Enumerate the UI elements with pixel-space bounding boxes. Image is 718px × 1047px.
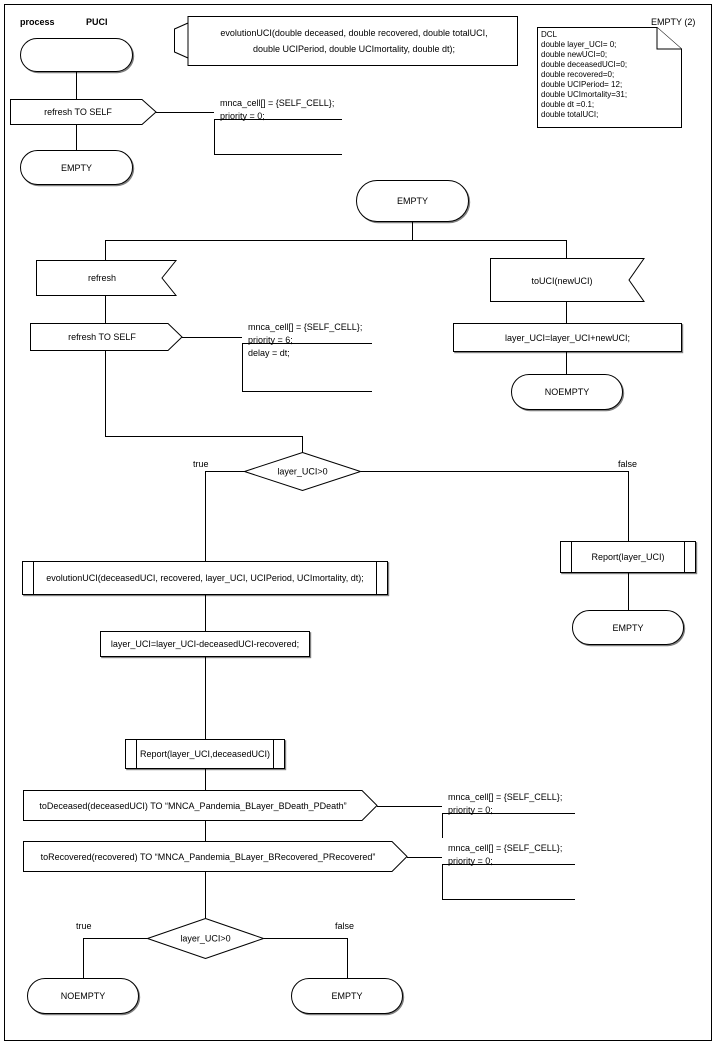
output-to-recovered-label: toRecovered(recovered) TO “MNCA_Pandemia… [41,852,376,862]
comment-recovered-line2: priority = 0; [448,856,493,866]
output-refresh-to-self-top[interactable]: refresh TO SELF [10,99,158,125]
decision-2-label: layer_UCI>0 [180,934,230,944]
input-refresh[interactable]: refresh [36,260,178,296]
flow-line [205,657,206,739]
task-layer-add[interactable]: layer_UCI=layer_UCI+newUCI; [453,323,682,352]
flow-line [105,351,106,436]
flow-line [205,821,206,841]
page-reference-label: EMPTY (2) [651,17,696,27]
decision-2-true-label: true [76,921,92,931]
process-name-label: PUCI [86,17,108,27]
procedure-signature-line2: double UCIPeriod, double UCImortality, d… [253,44,455,54]
decision-1-label: layer_UCI>0 [277,467,327,477]
comment-top-line2: priority = 0; [220,111,265,121]
comment-refresh-line3: delay = dt; [248,348,290,358]
flow-line-true [205,471,245,472]
flow-line [412,222,413,240]
flow-line [628,573,629,610]
decision-2-false-label: false [335,921,355,931]
state-empty-right[interactable]: EMPTY [572,610,684,645]
declaration-line-6: double dt =0.1; [541,100,595,109]
comment-connector [407,857,442,858]
comment-connector [156,112,214,113]
declaration-line-3: double recovered=0; [541,70,615,79]
comment-top-line1: mnca_cell[] = {SELF_CELL}; [220,98,335,108]
comment-connector [377,806,442,807]
flow-line [105,436,303,437]
output-refresh-to-self-main[interactable]: refresh TO SELF [30,323,184,351]
declaration-line-4: double UCIPeriod= 12; [541,80,623,89]
start-symbol[interactable] [20,38,133,72]
flow-line-true [83,938,147,939]
procedure-signature-symbol: evolutionUCI(double deceased, double rec… [174,16,518,66]
output-refresh-to-self-main-label: refresh TO SELF [68,332,136,342]
state-empty-bottom[interactable]: EMPTY [291,978,403,1014]
flow-line [566,240,567,258]
output-refresh-to-self-top-label: refresh TO SELF [44,107,112,117]
decision-1-false-label: false [618,459,638,469]
declaration-note: DCL double layer_UCI= 0; double newUCI=0… [537,27,682,128]
declaration-line-0: double layer_UCI= 0; [541,40,617,49]
page-frame [4,4,712,1041]
flow-line [302,436,303,453]
comment-top: mnca_cell[] = {SELF_CELL}; priority = 0; [214,93,342,155]
flow-line [566,352,567,374]
process-keyword-label: process [20,17,55,27]
state-empty-top[interactable]: EMPTY [20,150,133,185]
call-evolution-uci[interactable]: evolutionUCI(deceasedUCI, recovered, lay… [22,561,388,595]
flow-line [205,872,206,918]
flow-line-true [83,938,84,978]
output-to-deceased[interactable]: toDeceased(deceasedUCI) TO “MNCA_Pandemi… [23,790,378,821]
comment-refresh: mnca_cell[] = {SELF_CELL}; priority = 6;… [242,317,372,392]
flow-line [105,296,106,323]
declaration-line-1: double newUCI=0; [541,50,608,59]
flow-line-false [361,471,628,472]
comment-refresh-line2: priority = 6; [248,335,293,345]
input-touci-label: toUCI(newUCI) [531,276,592,286]
state-empty-main[interactable]: EMPTY [356,180,469,222]
procedure-signature-line1: evolutionUCI(double deceased, double rec… [220,28,487,38]
comment-recovered-line1: mnca_cell[] = {SELF_CELL}; [448,843,563,853]
state-noempty-right[interactable]: NOEMPTY [511,374,623,410]
state-noempty-bottom[interactable]: NOEMPTY [27,978,139,1014]
flow-line [205,769,206,790]
decision-layer-uci-gt-zero-2[interactable]: layer_UCI>0 [147,918,264,959]
flow-line [105,240,106,260]
flow-line [566,302,567,323]
flow-line [76,125,77,150]
flow-line [205,595,206,631]
input-refresh-label: refresh [88,273,116,283]
decision-1-true-label: true [193,459,209,469]
decision-layer-uci-gt-zero-1[interactable]: layer_UCI>0 [244,452,361,491]
flow-line-false [628,471,629,541]
flow-line-true [205,471,206,561]
output-to-deceased-label: toDeceased(deceasedUCI) TO “MNCA_Pandemi… [39,801,346,811]
output-to-recovered[interactable]: toRecovered(recovered) TO “MNCA_Pandemia… [23,841,408,872]
comment-deceased-line2: priority = 0; [448,805,493,815]
comment-connector [182,337,242,338]
comment-refresh-line1: mnca_cell[] = {SELF_CELL}; [248,322,363,332]
branch-bar [105,240,567,241]
flow-line-false [347,938,348,978]
task-layer-sub[interactable]: layer_UCI=layer_UCI-deceasedUCI-recovere… [100,631,310,657]
comment-recovered: mnca_cell[] = {SELF_CELL}; priority = 0; [442,838,575,900]
flow-line [76,72,77,100]
declaration-line-5: double UCImortality=31; [541,90,628,99]
flow-line-false [264,938,348,939]
input-touci[interactable]: toUCI(newUCI) [490,258,646,302]
comment-deceased: mnca_cell[] = {SELF_CELL}; priority = 0; [442,787,575,849]
call-report-pair[interactable]: Report(layer_UCI,deceasedUCI) [125,739,285,769]
declaration-note-title: DCL [541,30,558,39]
comment-deceased-line1: mnca_cell[] = {SELF_CELL}; [448,792,563,802]
declaration-line-2: double deceasedUCI=0; [541,60,628,69]
call-report-layer-uci[interactable]: Report(layer_UCI) [560,541,696,573]
declaration-line-7: double totalUCI; [541,110,599,119]
